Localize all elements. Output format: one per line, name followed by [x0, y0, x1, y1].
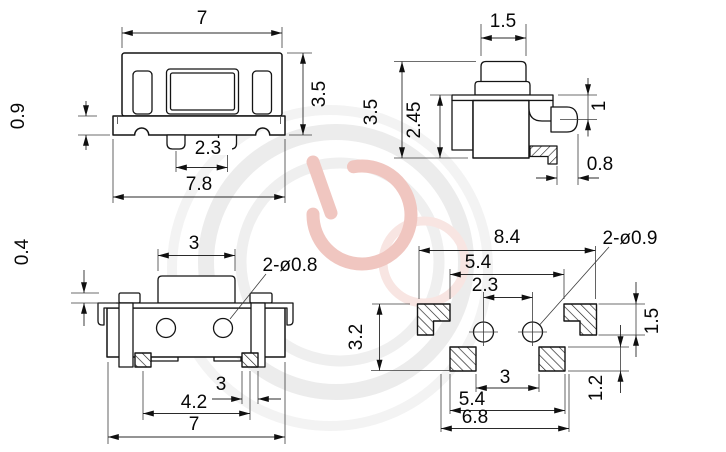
watermark-power-arc — [306, 159, 418, 271]
dimension-footprint-span-outer: 8.4 — [418, 227, 596, 299]
dimension-side-body-height: 2.45 — [404, 94, 452, 158]
front-side-slot-left — [132, 70, 153, 115]
side-cover-plate — [451, 94, 554, 102]
dim-label-footprint-hole-pitch: 2.3 — [472, 275, 498, 296]
leader-line — [229, 273, 267, 320]
dim-label-footprint-span-inner-top: 5.4 — [465, 252, 492, 273]
dim-label-footprint-span-bottom: 5.4 — [459, 389, 486, 410]
side-button — [480, 60, 527, 84]
dim-label-side-height: 3.5 — [361, 99, 382, 125]
dim-label-side-lead-width: 0.8 — [587, 154, 613, 175]
side-main-body — [472, 99, 530, 159]
dim-label-footprint-width-bottom: 6.8 — [462, 407, 488, 428]
dimension-footprint-pad-height-top: 1.5 — [598, 282, 663, 357]
top-tab-right — [249, 292, 273, 304]
dim-label-front-width-top: 7 — [197, 8, 208, 29]
dimension-footprint-gap-bottom: 3 — [475, 367, 540, 392]
side-button-collar — [474, 80, 531, 96]
dimension-top-body-width: 7 — [107, 362, 286, 444]
dimension-footprint-hole-pitch: 2.3 — [472, 275, 533, 318]
top-terminal-pad-left — [134, 352, 152, 368]
dimension-footprint-width-bottom: 6.8 — [440, 374, 570, 432]
footprint-hole-left-crosshair — [469, 318, 498, 346]
footprint-pad-bottom-right — [538, 346, 566, 372]
top-button — [157, 275, 236, 304]
dim-label-footprint-span-outer: 8.4 — [494, 227, 521, 248]
dimension-footprint-span-bottom: 5.4 — [449, 374, 566, 414]
dimension-front-height: 3.5 — [287, 52, 330, 136]
dimension-top-button-width: 3 — [157, 233, 236, 271]
dim-label-front-flange: 0.9 — [8, 103, 29, 129]
top-terminal-pad-right — [241, 352, 259, 368]
side-bent-lead — [529, 145, 558, 165]
footprint-view: 8.4 5.4 2.3 2-ø0.9 3.2 — [346, 227, 663, 432]
top-slot-right — [213, 357, 242, 362]
dim-label-front-pin-pitch: 2.3 — [195, 138, 221, 159]
dimension-side-height: 3.5 — [361, 61, 476, 159]
watermark-swirl-inner — [235, 157, 445, 367]
dim-label-side-body-height: 2.45 — [404, 102, 425, 139]
dimension-front-flange-height: 0.9 — [8, 101, 110, 150]
top-bracket-plate — [97, 302, 294, 326]
dimension-top-tab-height: 0.4 — [12, 238, 116, 326]
dimension-side-lead-width: 0.8 — [536, 134, 613, 185]
top-hole-right — [212, 317, 234, 339]
dimension-top-pad-pitch: 4.2 — [142, 371, 251, 420]
watermark-pink-ring — [378, 216, 470, 308]
top-view: 3 0.4 2-ø0.8 3 4.2 — [12, 233, 317, 444]
dimension-top-slot-span: 3 — [212, 371, 281, 404]
side-left-block — [451, 99, 474, 151]
dimension-footprint-pad-height-bottom: 1.2 — [568, 325, 629, 401]
side-contact-support — [528, 99, 554, 122]
dimension-front-width-top: 7 — [121, 8, 283, 48]
brand-watermark — [167, 105, 493, 431]
dimension-footprint-height-overall: 3.2 — [346, 303, 456, 371]
dim-label-top-body-width: 7 — [189, 414, 200, 435]
dimension-side-pin-offset: 1 — [558, 78, 610, 137]
front-view: 7 3.5 0.9 2.3 7.8 — [8, 8, 330, 203]
front-window-inner — [169, 72, 236, 111]
footprint-pad-top-right — [563, 303, 598, 336]
dim-label-top-pad-pitch: 4.2 — [181, 392, 207, 413]
callout-label-top-holes: 2-ø0.8 — [263, 255, 318, 276]
front-pin-left — [166, 134, 186, 150]
callout-label-footprint-holes: 2-ø0.9 — [603, 228, 658, 249]
callout-footprint-holes: 2-ø0.9 — [539, 228, 658, 325]
front-flange — [112, 115, 286, 136]
dim-label-top-slot-span: 3 — [216, 374, 227, 395]
dim-label-top-button-width: 3 — [189, 233, 200, 254]
leader-line — [539, 246, 610, 325]
dim-label-side-button-width: 1.5 — [490, 11, 516, 32]
callout-top-holes: 2-ø0.8 — [229, 255, 318, 320]
top-hole-left — [155, 317, 177, 339]
dimension-side-button-width: 1.5 — [480, 11, 527, 56]
footprint-pad-top-left — [416, 303, 451, 336]
side-view: 1.5 3.5 2.45 1 0.8 — [361, 11, 613, 185]
watermark-swirl-outer — [167, 105, 493, 431]
watermark-power-bar — [306, 155, 338, 220]
dim-label-footprint-gap-bottom: 3 — [500, 367, 511, 388]
footprint-pad-bottom-left — [449, 346, 477, 372]
dim-label-top-tab-height: 0.4 — [12, 238, 33, 265]
dim-label-side-pin-offset: 1 — [589, 101, 610, 112]
dimension-footprint-span-inner-top: 5.4 — [449, 252, 565, 299]
footprint-hole-right-crosshair — [518, 318, 547, 346]
dim-label-footprint-pad-height-top: 1.5 — [642, 308, 663, 334]
dimension-front-pin-pitch: 2.3 — [175, 138, 232, 172]
dim-label-footprint-height-overall: 3.2 — [346, 324, 367, 350]
dim-label-front-height: 3.5 — [309, 81, 330, 107]
dimension-front-width-total: 7.8 — [112, 139, 286, 203]
dim-label-footprint-pad-height-bottom: 1.2 — [586, 375, 607, 401]
top-tab-left — [118, 292, 141, 304]
front-side-slot-right — [251, 70, 273, 115]
dim-label-front-width-total: 7.8 — [186, 174, 212, 195]
label-mask — [186, 138, 232, 155]
top-clip-left — [118, 302, 134, 368]
